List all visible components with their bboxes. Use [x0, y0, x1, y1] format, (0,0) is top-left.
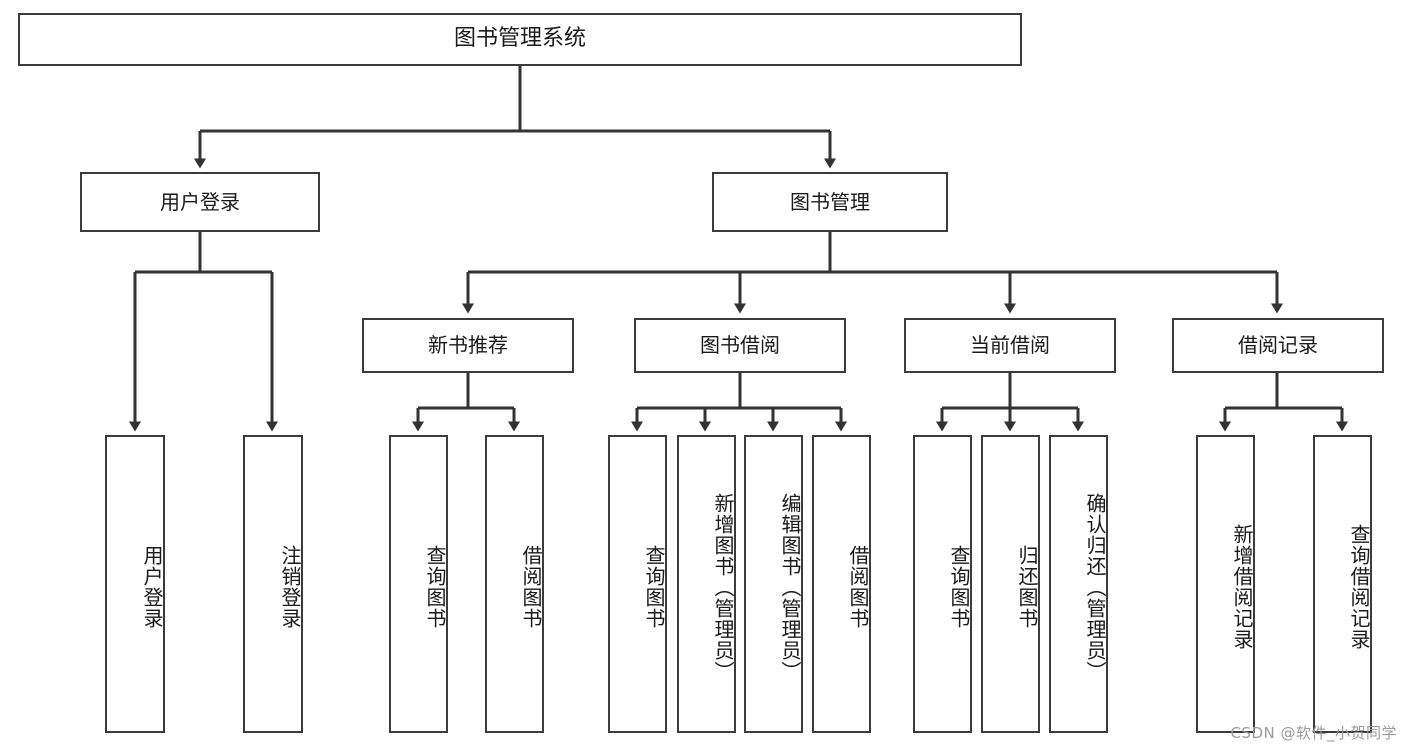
leaf-edit-book-admin[interactable]: 编辑图书（管理员） — [744, 435, 803, 733]
leaf-add-book-admin-label: 新增图书（管理员） — [711, 492, 735, 682]
node-root[interactable]: 图书管理系统 — [18, 13, 1022, 66]
node-current-borrow-label: 当前借阅 — [970, 333, 1050, 358]
leaf-logout-login-label: 注销登录 — [278, 545, 302, 629]
leaf-query-book-2[interactable]: 查询图书 — [608, 435, 667, 733]
node-borrow-record[interactable]: 借阅记录 — [1172, 318, 1384, 373]
node-root-label: 图书管理系统 — [453, 26, 586, 52]
leaf-edit-book-admin-label: 编辑图书（管理员） — [778, 492, 802, 682]
node-book-manage-label: 图书管理 — [790, 189, 870, 214]
node-current-borrow[interactable]: 当前借阅 — [904, 318, 1116, 373]
leaf-query-book-3-label: 查询图书 — [947, 545, 971, 629]
leaf-return-book[interactable]: 归还图书 — [981, 435, 1040, 733]
leaf-query-book-3[interactable]: 查询图书 — [913, 435, 972, 733]
leaf-return-book-label: 归还图书 — [1015, 545, 1039, 629]
node-user-login-label: 用户登录 — [160, 189, 240, 214]
leaf-query-borrow-record-label: 查询借阅记录 — [1347, 524, 1371, 650]
leaf-add-borrow-record[interactable]: 新增借阅记录 — [1196, 435, 1255, 733]
node-borrow-record-label: 借阅记录 — [1238, 333, 1318, 358]
node-book-manage[interactable]: 图书管理 — [712, 172, 948, 232]
leaf-borrow-book-2[interactable]: 借阅图书 — [812, 435, 871, 733]
leaf-logout-login[interactable]: 注销登录 — [243, 435, 303, 733]
leaf-borrow-book-1-label: 借阅图书 — [519, 545, 543, 629]
leaf-borrow-book-1[interactable]: 借阅图书 — [485, 435, 544, 733]
node-user-login[interactable]: 用户登录 — [80, 172, 320, 232]
leaf-query-book-1[interactable]: 查询图书 — [389, 435, 448, 733]
leaf-confirm-return-admin-label: 确认归还（管理员） — [1083, 492, 1107, 682]
node-new-book-recommend-label: 新书推荐 — [428, 333, 508, 358]
node-book-borrow[interactable]: 图书借阅 — [634, 318, 846, 373]
watermark: CSDN @软件_小贺同学 — [1230, 724, 1397, 742]
node-new-book-recommend[interactable]: 新书推荐 — [362, 318, 574, 373]
leaf-query-book-1-label: 查询图书 — [423, 545, 447, 629]
leaf-confirm-return-admin[interactable]: 确认归还（管理员） — [1049, 435, 1108, 733]
leaf-query-borrow-record[interactable]: 查询借阅记录 — [1313, 435, 1372, 733]
leaf-borrow-book-2-label: 借阅图书 — [846, 545, 870, 629]
node-book-borrow-label: 图书借阅 — [700, 333, 780, 358]
leaf-add-borrow-record-label: 新增借阅记录 — [1230, 524, 1254, 650]
leaf-user-login-label: 用户登录 — [140, 545, 164, 629]
leaf-user-login[interactable]: 用户登录 — [105, 435, 165, 733]
leaf-add-book-admin[interactable]: 新增图书（管理员） — [677, 435, 736, 733]
leaf-query-book-2-label: 查询图书 — [642, 545, 666, 629]
